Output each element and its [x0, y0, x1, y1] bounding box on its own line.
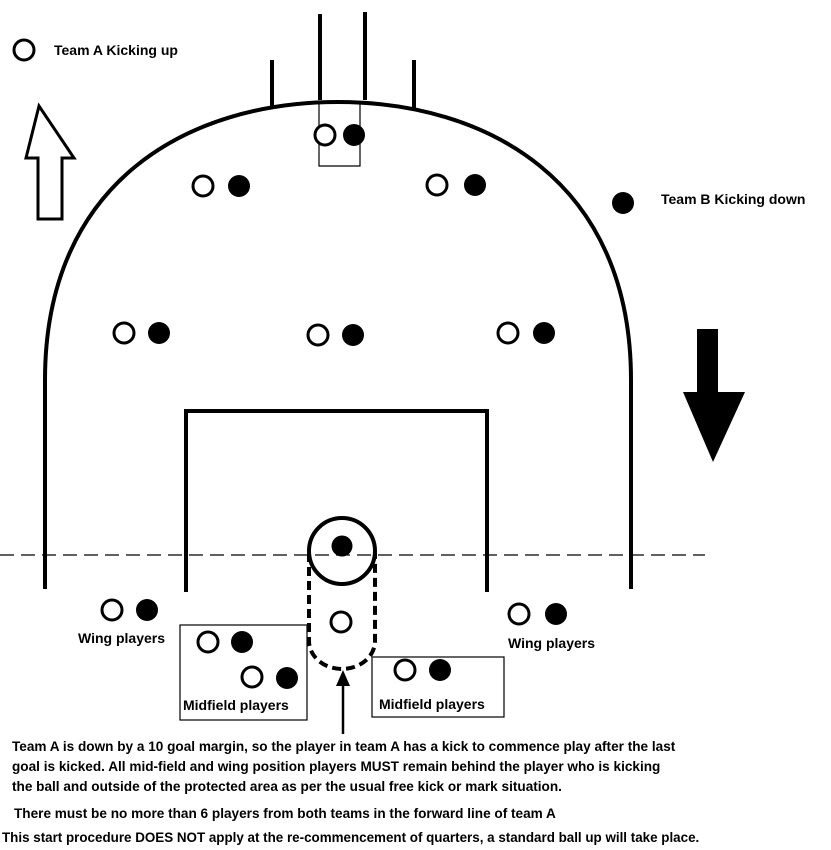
- team-a-player: [313, 123, 337, 147]
- wing-players-label-right: Wing players: [508, 635, 595, 651]
- player-pair: [112, 321, 170, 345]
- note-line-1: Team A is down by a 10 goal margin, so t…: [12, 739, 676, 754]
- midfield-players-label-right: Midfield players: [379, 696, 485, 712]
- team-b-player: [545, 603, 567, 625]
- team-a-player: [393, 658, 417, 682]
- team-a-player: [100, 598, 124, 622]
- team-b-player: [228, 175, 250, 197]
- team-b-player: [429, 659, 451, 681]
- team-a-legend-marker: [12, 38, 36, 62]
- player-pair: [240, 665, 298, 689]
- note-line-2: goal is kicked. All mid-field and wing p…: [12, 759, 661, 774]
- midfield-box-left: [179, 624, 308, 721]
- protected-area: [307, 553, 377, 671]
- note-line-4: There must be no more than 6 players fro…: [14, 806, 556, 821]
- team-a-player: [191, 174, 215, 198]
- team-a-player: [425, 173, 449, 197]
- team-a-player: [112, 321, 136, 345]
- team-b-player: [342, 324, 364, 346]
- player-pair: [191, 174, 250, 198]
- player-pair: [393, 658, 451, 682]
- team-a-legend-label: Team A Kicking up: [54, 42, 178, 58]
- team-a-player: [496, 321, 520, 345]
- player-pair: [425, 173, 486, 197]
- player-pair: [306, 323, 364, 347]
- kicking-up-arrow: [24, 102, 77, 221]
- team-a-player: [507, 602, 531, 626]
- wing-players-label-left: Wing players: [78, 630, 165, 646]
- team-b-player: [276, 667, 298, 689]
- centre-square: [184, 409, 489, 592]
- team-a-player: [240, 665, 264, 689]
- team-b-player: [148, 322, 170, 344]
- team-b-player: [331, 535, 353, 557]
- player-pair: [496, 321, 555, 345]
- team-b-legend-marker: [612, 192, 634, 214]
- team-a-kicker: [329, 610, 353, 634]
- midfield-players-label-left: Midfield players: [183, 697, 289, 713]
- player-pair: [196, 630, 253, 654]
- team-b-player: [343, 124, 365, 146]
- pointer-arrow-head: [336, 670, 350, 686]
- team-b-legend-label: Team B Kicking down: [661, 191, 805, 207]
- centre-circle: [307, 516, 377, 586]
- player-pair: [313, 123, 365, 147]
- midfield-box-right: [371, 656, 505, 718]
- fifty-metre-arc: [43, 99, 633, 589]
- player-pair: [100, 598, 158, 622]
- team-b-player: [533, 322, 555, 344]
- team-a-player: [196, 630, 220, 654]
- team-b-player: [464, 174, 486, 196]
- team-b-player: [136, 599, 158, 621]
- player-pair: [507, 602, 567, 626]
- field-diagram: Team A Kicking up Team B Kicking down Wi…: [0, 12, 805, 734]
- note-line-5: This start procedure DOES NOT apply at t…: [2, 830, 700, 845]
- team-a-player: [306, 323, 330, 347]
- note-line-3: the ball and outside of the protected ar…: [12, 779, 562, 794]
- team-b-player: [231, 631, 253, 653]
- kicking-down-arrow: [683, 329, 745, 462]
